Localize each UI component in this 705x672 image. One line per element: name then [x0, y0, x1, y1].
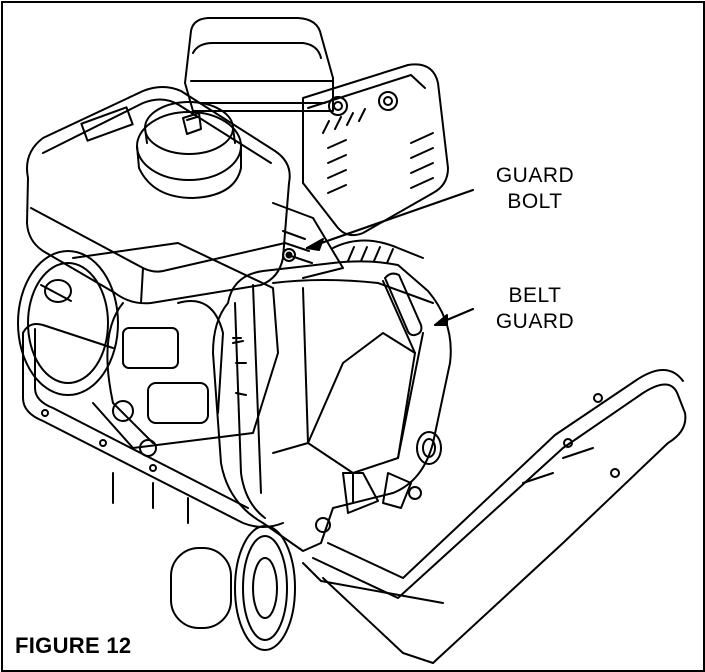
- muffler-guard: [303, 64, 448, 235]
- figure-caption: FIGURE 12: [15, 633, 131, 659]
- fuel-cap: [137, 102, 241, 198]
- callout-guard-bolt-line1: GUARD: [487, 163, 583, 189]
- callout-belt-guard: BELT GUARD: [487, 283, 583, 335]
- handle: [303, 370, 685, 663]
- base-frame: [23, 324, 295, 650]
- callout-belt-guard-line1: BELT: [487, 283, 583, 309]
- callout-guard-bolt-line2: BOLT: [487, 189, 583, 215]
- fuel-tank: [27, 87, 290, 303]
- top-housing: [185, 18, 333, 111]
- callout-belt-guard-line2: GUARD: [487, 309, 583, 335]
- callout-guard-bolt: GUARD BOLT: [487, 163, 583, 215]
- compactor-illustration: [3, 3, 703, 670]
